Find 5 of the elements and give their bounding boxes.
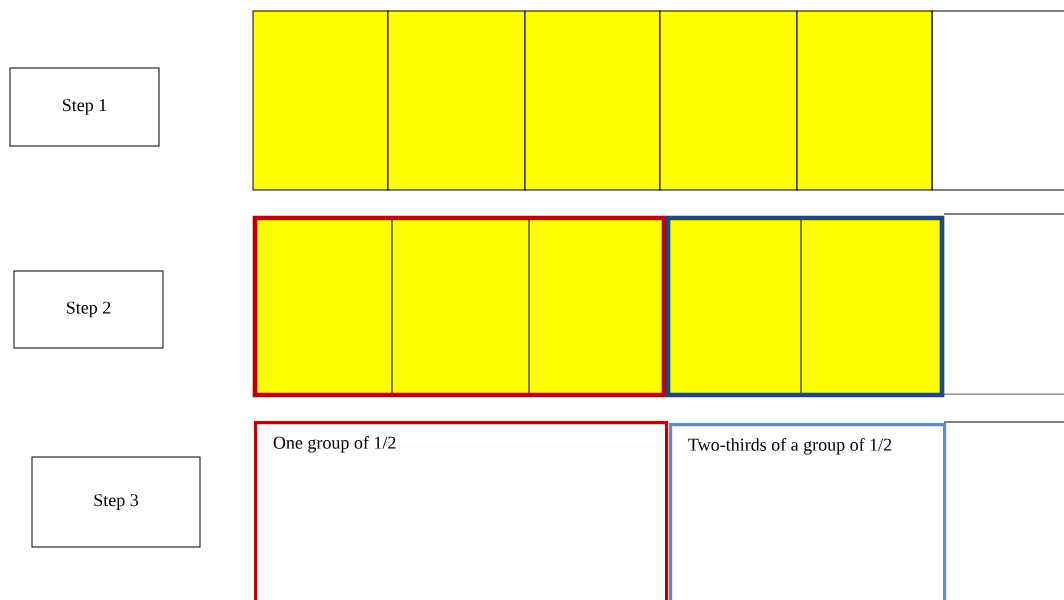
step-box: Step 1 (9, 67, 160, 147)
group-box: One group of 1/2 (254, 421, 669, 600)
group-box: Two-thirds of a group of 1/2 (669, 423, 947, 600)
step-box: Step 3 (31, 456, 201, 548)
step-box: Step 2 (13, 270, 164, 349)
